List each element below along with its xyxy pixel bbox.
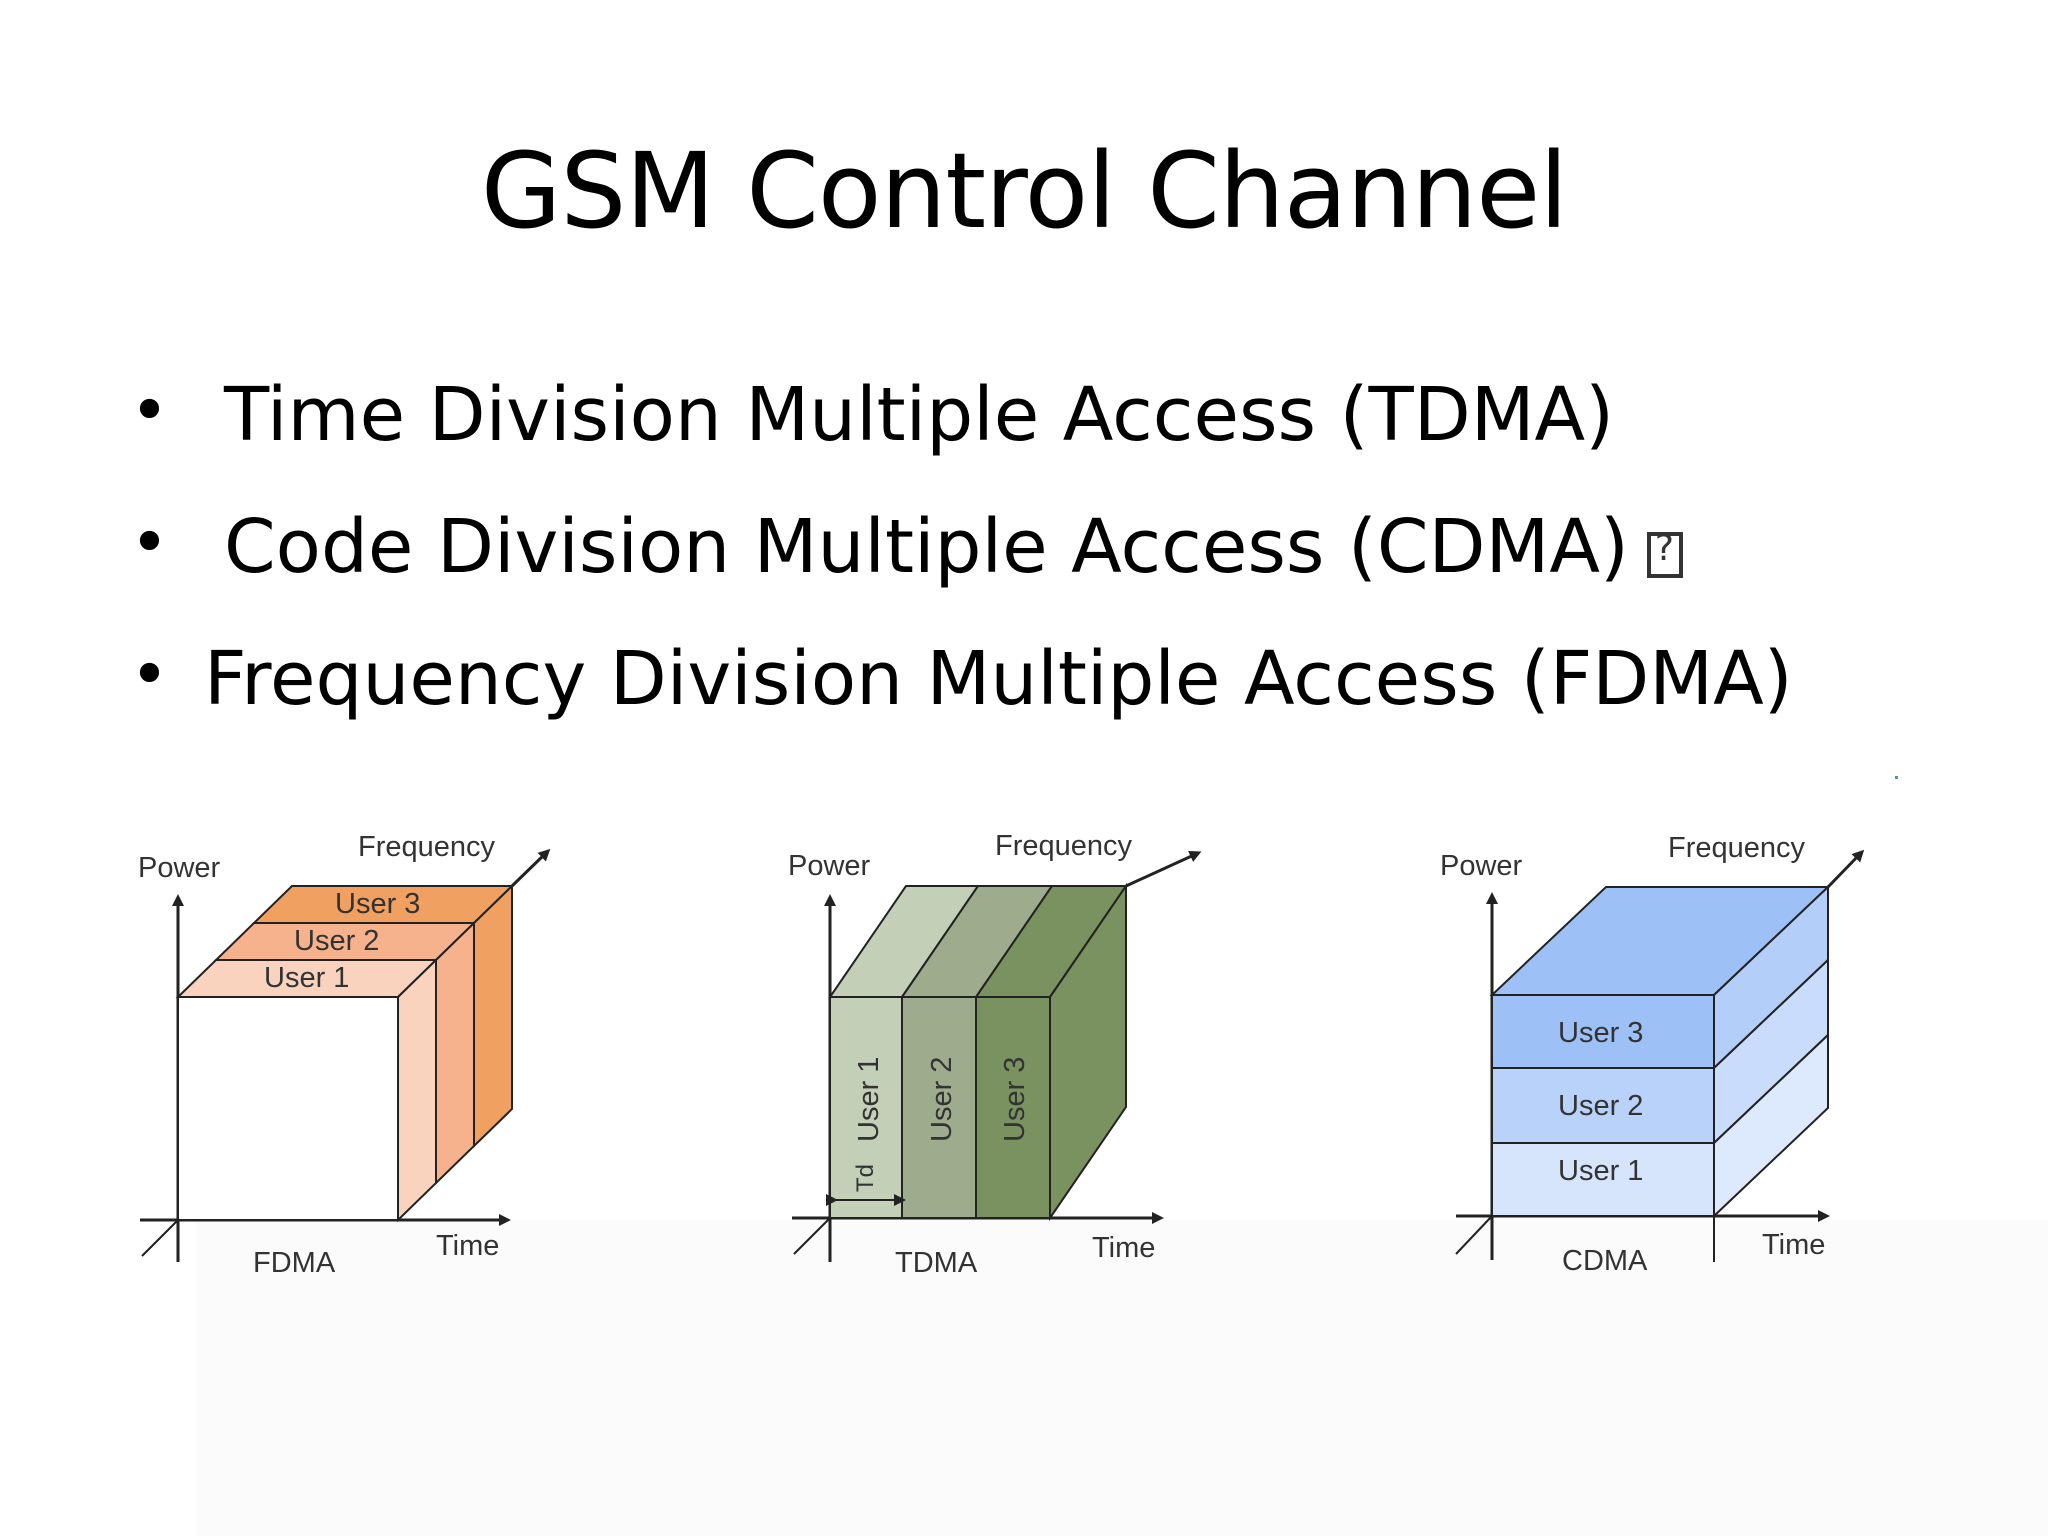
cdma-user3-label: User 3 [1558,1017,1643,1049]
diagram-background [196,1220,2048,1536]
tdma-user1-label: User 1 [853,1057,885,1142]
cdma-time-label: Time [1762,1229,1825,1261]
bullet-text-with-glyph: Code Division Multiple Access (CDMA) [224,504,1683,590]
tdma-user2-label: User 2 [926,1057,958,1142]
tdma-user3-label: User 3 [999,1057,1031,1142]
tdma-user3-slot [975,996,1051,1219]
tdma-frequency-axis [1125,851,1202,888]
fdma-origin-tail [141,1219,179,1257]
fdma-power-label: Power [138,852,221,884]
bullet-text: Time Division Multiple Access (TDMA) [224,372,1615,458]
cdma-power-label: Power [1440,850,1523,882]
missing-character-box-icon [1646,528,1683,578]
cdma-diagram: Power Frequency User 3 User 2 User 1 Tim… [1440,832,1865,1277]
tdma-user2-slot [901,996,977,1219]
fdma-time-label: Time [436,1230,499,1262]
fdma-frequency-axis [510,848,551,888]
fdma-user1-side [397,957,437,1223]
tdma-diagram: Power Frequency User 1 User 2 User 3 Td … [788,830,1202,1279]
stray-dot [1895,776,1898,779]
fdma-diagram: Power Frequency User 3 User 2 User 1 Tim… [138,831,551,1279]
cdma-origin-tail [1455,1215,1493,1255]
fdma-user3-label: User 3 [335,888,420,920]
fdma-user2-label: User 2 [294,925,379,957]
fdma-user2-side [435,920,475,1186]
fdma-user1-label: User 1 [264,962,349,994]
tdma-frequency-label: Frequency [995,830,1133,862]
fdma-scheme-label: FDMA [253,1247,336,1279]
cdma-frequency-label: Frequency [1668,832,1806,864]
tdma-time-label: Time [1092,1232,1155,1264]
tdma-power-label: Power [788,850,871,882]
cdma-user2-label: User 2 [1558,1090,1643,1122]
slide-title: GSM Control Channel [480,130,1568,252]
cdma-user1-label: User 1 [1558,1155,1643,1187]
cdma-user3-layer [1491,994,1715,1069]
tdma-origin-tail [793,1217,831,1255]
bullet-text: Frequency Division Multiple Access (FDMA… [204,636,1793,722]
bullet-marker: • [130,372,169,449]
cdma-scheme-label: CDMA [1562,1245,1648,1277]
bullet-marker: • [130,636,169,713]
bullet-text: Code Division Multiple Access (CDMA) [224,504,1629,590]
fdma-front-face [177,996,399,1221]
cdma-frequency-axis [1826,849,1865,889]
tdma-scheme-label: TDMA [895,1247,978,1279]
bullet-marker: • [130,504,169,581]
fdma-user3-side [473,883,513,1149]
cdma-user1-layer [1491,1142,1715,1217]
cdma-user2-layer [1491,1067,1715,1144]
tdma-slot-label: Td [852,1164,879,1192]
fdma-frequency-label: Frequency [358,831,496,863]
tdma-user1-slot [829,996,903,1219]
